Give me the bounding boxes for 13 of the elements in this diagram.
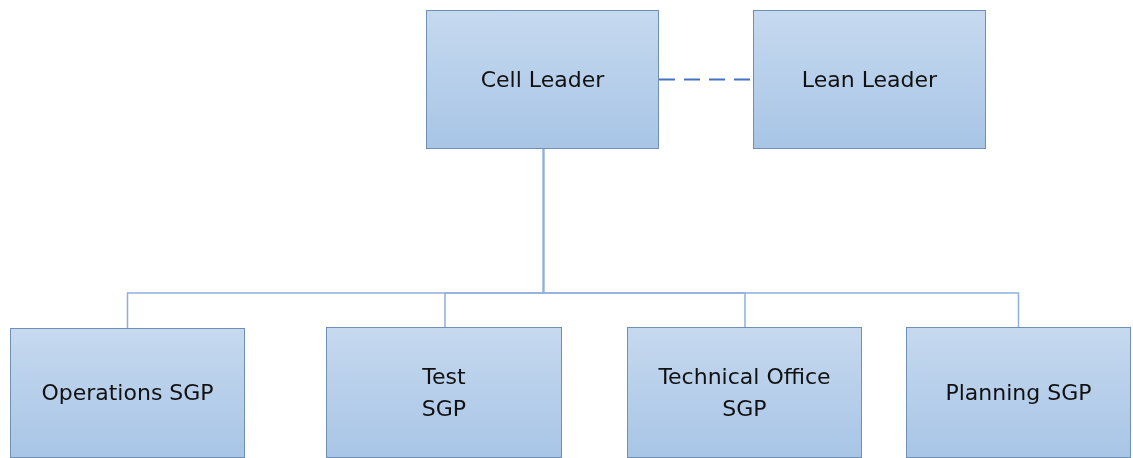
role-label: Test SGP xyxy=(420,362,468,423)
org-box xyxy=(426,10,659,149)
role-label: Operations SGP xyxy=(41,379,214,408)
org-box xyxy=(326,327,562,458)
role-label: Technical Office SGP xyxy=(657,362,832,423)
role-label: Lean Leader xyxy=(801,65,938,94)
org-box xyxy=(10,328,245,458)
org-box xyxy=(906,327,1131,458)
org-box xyxy=(627,327,862,458)
role-label: Cell Leader xyxy=(480,65,605,94)
connector-line xyxy=(542,148,1020,328)
role-label: Planning SGP xyxy=(945,378,1092,407)
org-box xyxy=(753,10,986,149)
